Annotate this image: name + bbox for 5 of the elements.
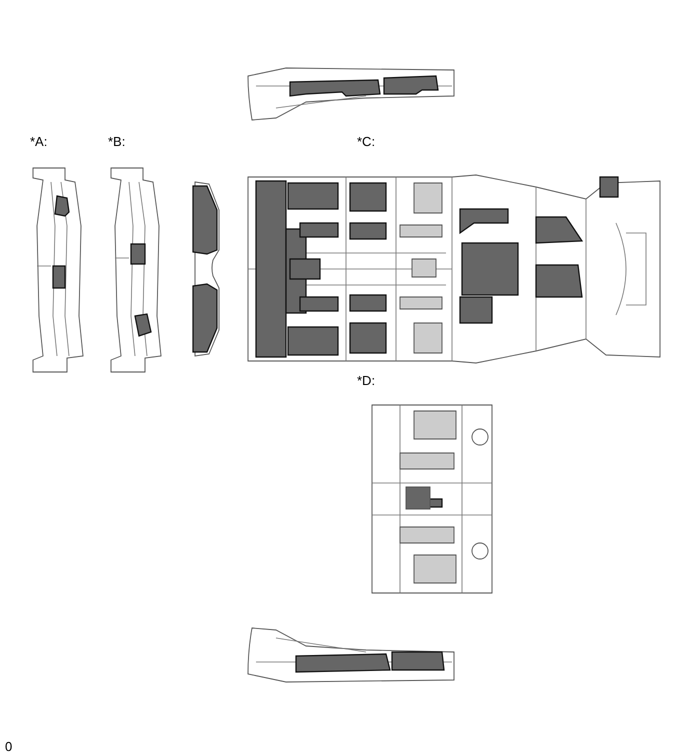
view-label: *B: [108, 134, 126, 149]
view-label: *A: [30, 134, 48, 149]
view-label: *C: [357, 134, 376, 149]
page-number: 0 [5, 739, 12, 754]
view-label: *D: [357, 373, 376, 388]
